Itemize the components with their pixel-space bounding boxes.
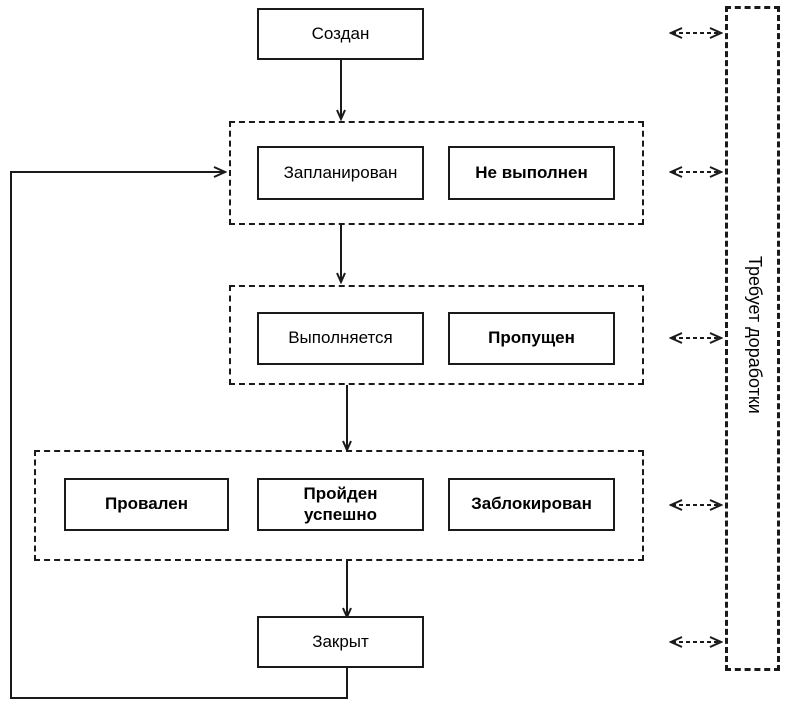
state-planned[interactable]: Запланирован bbox=[257, 146, 424, 200]
rework-panel-label: Требует доработки bbox=[745, 256, 765, 414]
state-created[interactable]: Создан bbox=[257, 8, 424, 60]
state-skipped[interactable]: Пропущен bbox=[448, 312, 615, 365]
group-planned-container bbox=[229, 121, 644, 225]
state-not-executed[interactable]: Не выполнен bbox=[448, 146, 615, 200]
state-in-progress[interactable]: Выполняется bbox=[257, 312, 424, 365]
edge-closed-to-planned-loop bbox=[10, 172, 348, 699]
group-inprogress-container bbox=[229, 285, 644, 385]
state-failed[interactable]: Провален bbox=[64, 478, 229, 531]
group-result-container bbox=[34, 450, 644, 561]
state-blocked[interactable]: Заблокирован bbox=[448, 478, 615, 531]
state-closed[interactable]: Закрыт bbox=[257, 616, 424, 668]
state-passed[interactable]: Пройден успешно bbox=[257, 478, 424, 531]
rework-panel[interactable] bbox=[725, 6, 780, 671]
